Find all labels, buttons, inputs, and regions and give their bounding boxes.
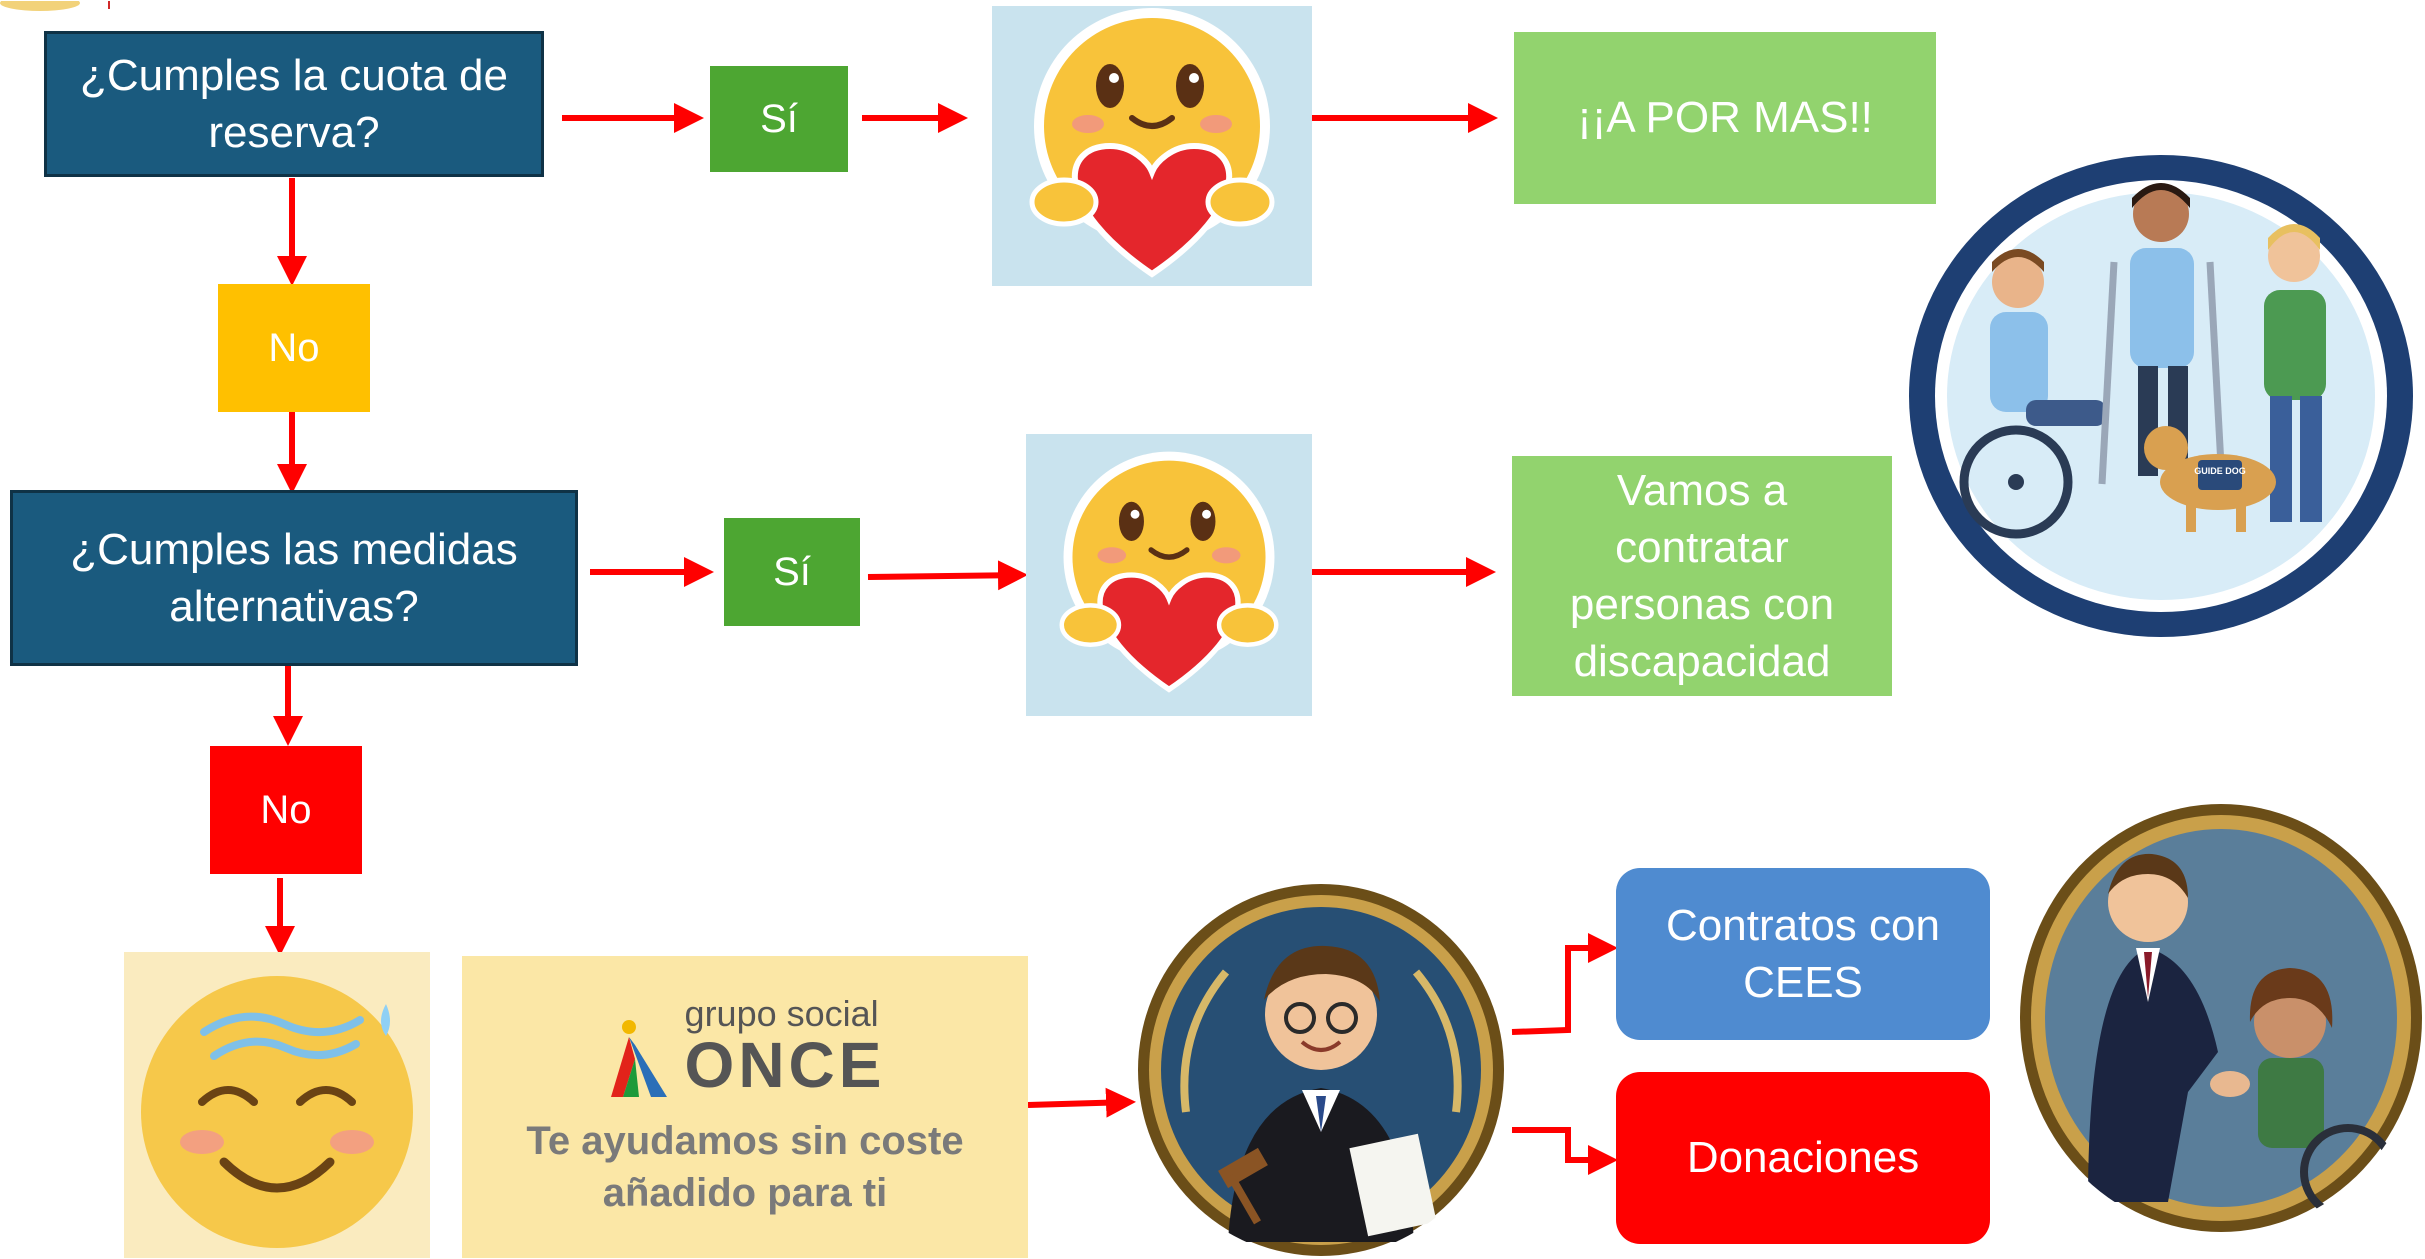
once-brand-top: grupo social [684,992,879,1034]
cees-line1: Contratos con [1666,900,1940,950]
question-reserve-quota: ¿Cumples la cuota de reserva? [44,31,544,177]
result-box-1: ¡¡A POR MAS!! [1514,32,1936,204]
yes-label-1: Sí [760,97,798,141]
question-reserve-quota-line1: ¿Cumples la cuota de [80,50,508,100]
once-support-panel: grupo social ONCE Te ayudamos sin coste … [462,956,1028,1258]
arrow-lawyer-to-donations [1512,1127,1618,1175]
question-reserve-quota-line2: reserva? [208,108,380,157]
result2-line3: personas con [1569,580,1835,629]
guide-dog-vest-label: GUIDE DOG [2194,466,2246,476]
relieved-smile-emoji-icon [124,952,430,1258]
heart-hug-emoji-icon [992,6,1312,286]
once-tagline-line2: añadido para ti [602,1171,888,1216]
no-box-1: No [218,284,370,412]
arrow-yes2-to-emoji2 [867,560,1028,591]
donations-option: Donaciones [1616,1072,1990,1244]
result2-line4: discapacidad [1573,637,1831,687]
donations-label: Donaciones [1686,1133,1920,1183]
heart-hug-emoji-icon-2 [1026,434,1312,716]
no-label-1: No [268,326,320,370]
question-alternative-measures-line1: ¿Cumples las medidas [70,524,518,574]
yes-box-2: Sí [724,518,860,626]
no-label-2: No [260,788,312,832]
yes-label-2: Sí [773,550,811,594]
no-box-2: No [210,746,362,874]
result-label-1: ¡¡A POR MAS!! [1577,93,1873,143]
result2-line1: Vamos a [1616,465,1788,515]
cees-line2: CEES [1743,958,1863,1007]
handshake-wheelchair-icon [2018,802,2424,1234]
question-alternative-measures: ¿Cumples las medidas alternativas? [10,490,578,666]
once-brand-name: ONCE [684,1029,886,1102]
partial-logo-icon [0,0,110,12]
arrow-once-to-lawyer [1027,1087,1136,1118]
once-tagline-line1: Te ayudamos sin coste [526,1119,964,1164]
lawyer-icon [1136,882,1506,1258]
inclusion-people-icon: GUIDE DOG [1906,152,2416,640]
cees-contracts-option: Contratos con CEES [1616,868,1990,1040]
question-alternative-measures-line2: alternativas? [169,582,419,631]
result2-line2: contratar [1615,522,1789,572]
result-box-2: Vamos a contratar personas con discapaci… [1512,456,1892,696]
yes-box-1: Sí [710,66,848,172]
once-logo-icon [610,1020,667,1098]
arrow-lawyer-to-cees [1511,933,1618,1035]
once-logo: grupo social ONCE [605,992,886,1102]
